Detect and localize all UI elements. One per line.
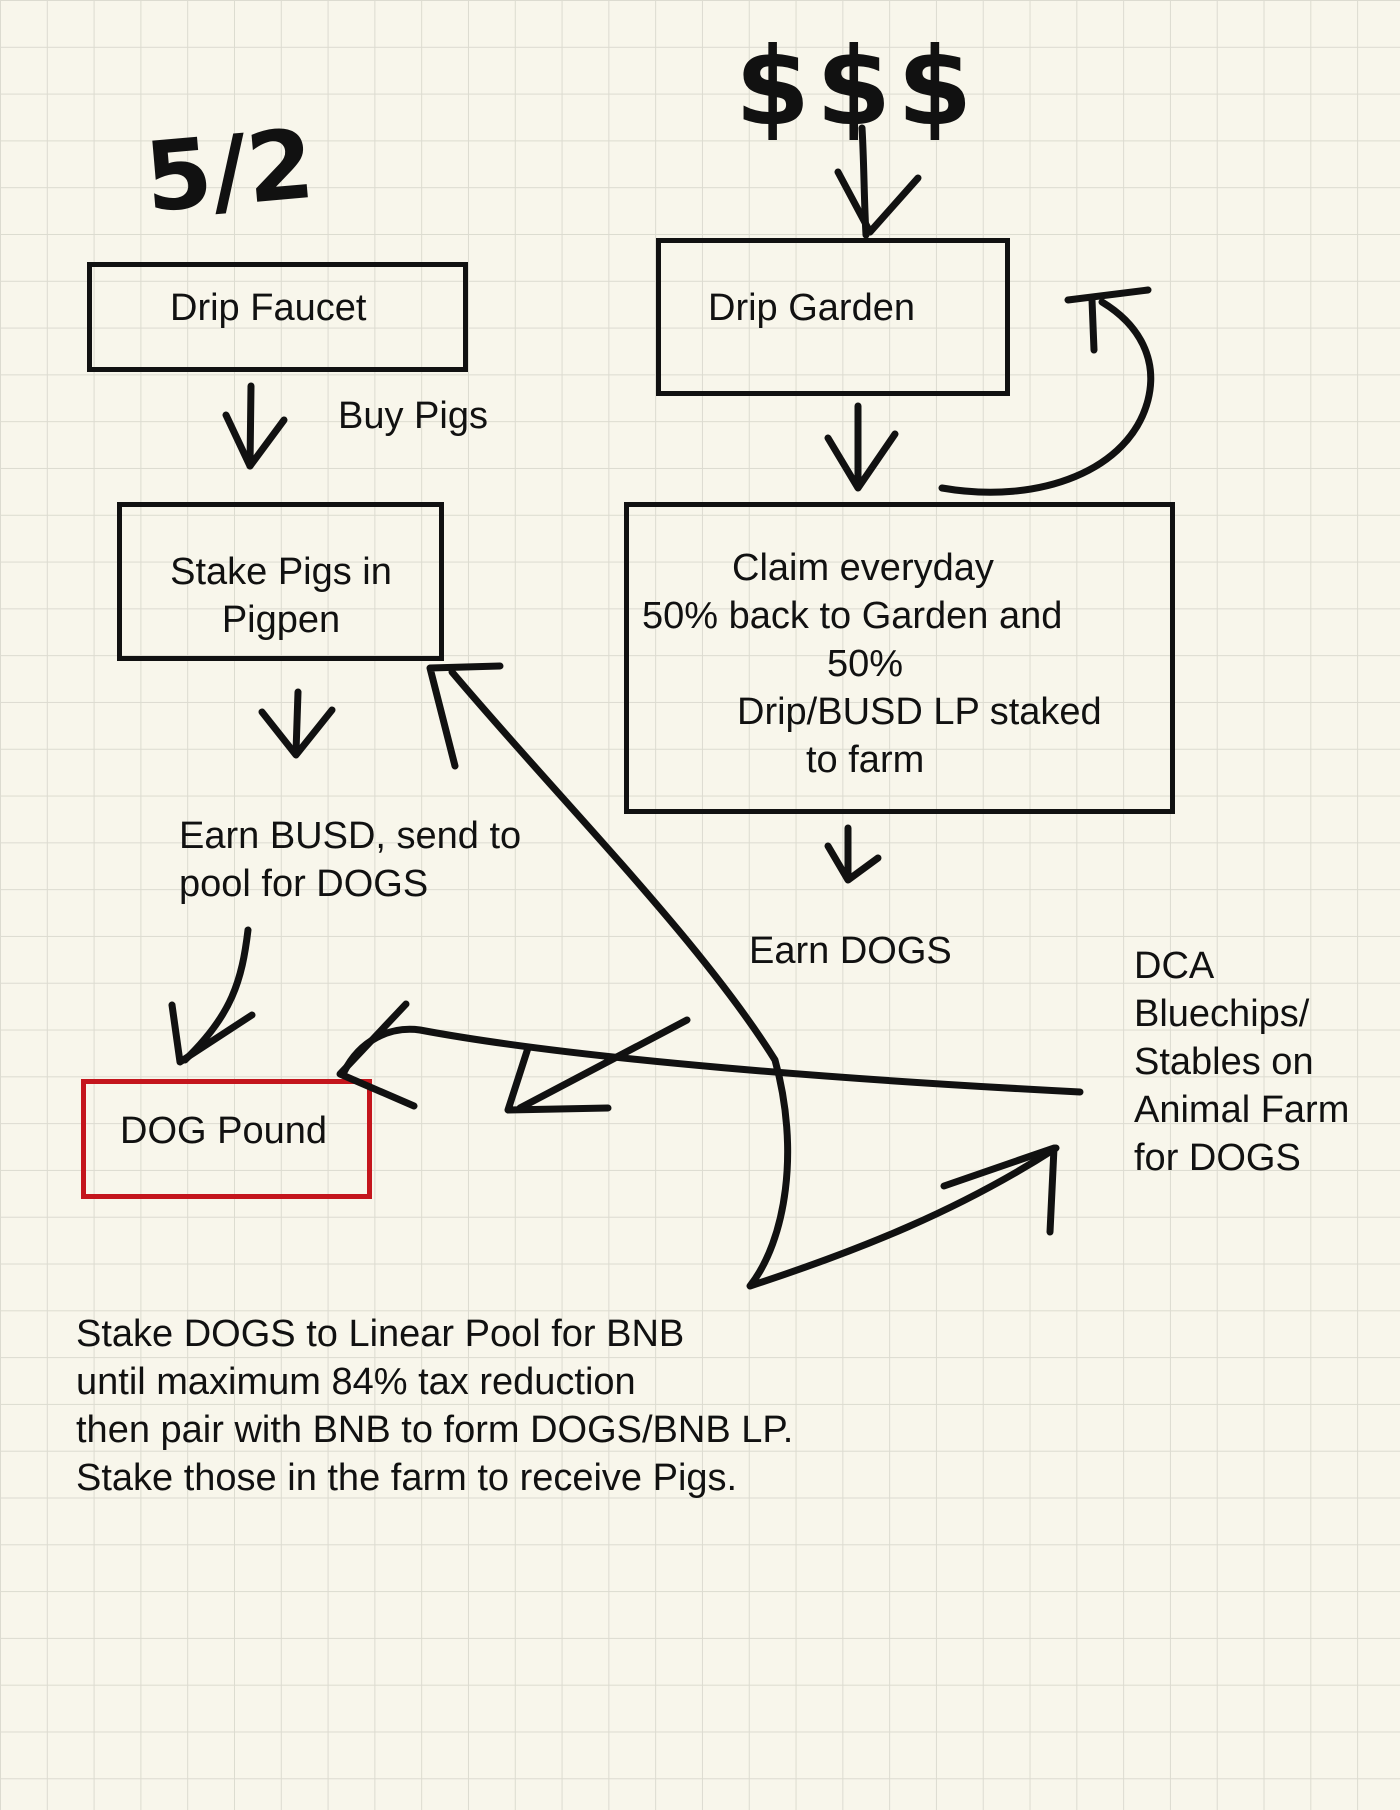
earn-busd-line-2: pool for DOGS [179,863,429,905]
stake-dogs-line-1: Stake DOGS to Linear Pool for BNB [76,1313,685,1355]
stake-pigs-line-2: Pigpen [221,599,341,641]
claim-line-3: 50% [827,643,904,685]
claim-line-5: to farm [806,739,925,781]
claim-line-1: Claim everyday [732,547,994,589]
dog-pound-box [81,1079,372,1199]
date-annotation: 5/2 [140,107,319,235]
stake-pigs-box [117,502,444,661]
drip-garden-label: Drip Garden [708,287,915,329]
claim-line-4: Drip/BUSD LP staked [737,691,1102,733]
stake-dogs-line-4: Stake those in the farm to receive Pigs. [76,1457,738,1499]
dog-pound-label: DOG Pound [120,1110,327,1152]
drip-faucet-box [87,262,468,372]
earn-busd-line-1: Earn BUSD, send to [179,815,522,857]
arrow-faucet-to-pigpen [222,382,288,470]
dca-line-3: Stables on [1134,1041,1314,1083]
dca-line-2: Bluechips/ [1134,993,1310,1035]
arrow-busd-to-pound [168,926,256,1066]
stake-dogs-line-2: until maximum 84% tax reduction [76,1361,636,1403]
drip-faucet-label: Drip Faucet [170,287,367,329]
dca-line-5: for DOGS [1134,1137,1301,1179]
money-annotation: $$$ [735,25,979,150]
dca-line-4: Animal Farm [1134,1089,1350,1131]
arrow-garden-to-claim [824,402,899,492]
buy-pigs-label: Buy Pigs [338,395,488,437]
earn-dogs-label: Earn DOGS [749,930,952,972]
dca-line-1: DCA [1134,945,1215,987]
stake-dogs-line-3: then pair with BNB to form DOGS/BNB LP. [76,1409,794,1451]
arrow-claim-to-dogs [824,824,882,884]
claim-line-2: 50% back to Garden and [642,595,1063,637]
arrow-pigpen-to-busd [258,688,336,759]
arrow-dca-to-pound [336,1000,1084,1110]
arrow-dogs-to-pound [504,1016,691,1114]
stake-pigs-line-1: Stake Pigs in [170,551,392,593]
